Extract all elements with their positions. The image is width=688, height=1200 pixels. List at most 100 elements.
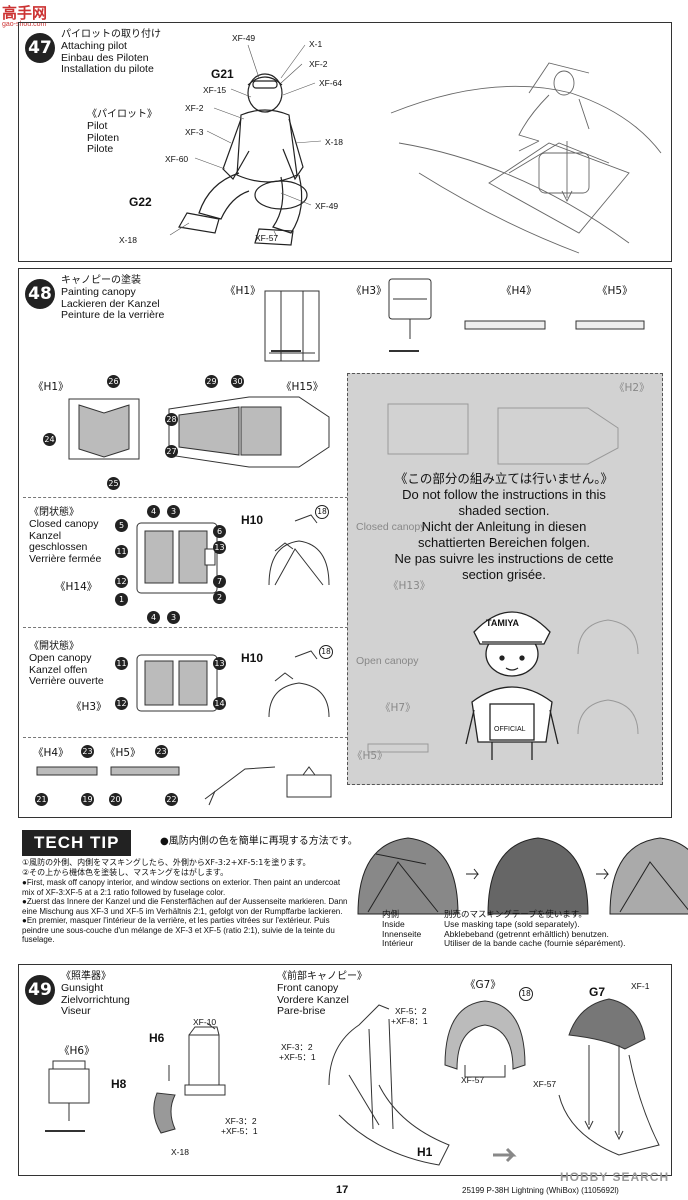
site-logo: 高手网 gao-shou.com — [2, 2, 72, 32]
mix-b2: +XF-8：1 — [391, 1016, 428, 1026]
tape-jp: 別売のマスキングテープを使います。 — [444, 910, 587, 920]
color-xf49-b: XF-49 — [315, 201, 339, 211]
color-xf60: XF-60 — [165, 154, 189, 164]
product-code: 25199 P-38H Lightning (WhiBox) (1105692l… — [462, 1186, 619, 1195]
part-h10-closed: H10 — [241, 513, 264, 527]
step-47-panel: 47 パイロットの取り付け Attaching pilot Einbau des… — [18, 22, 672, 262]
step-49-number: 49 — [25, 975, 55, 1005]
ref-18: 18 — [519, 987, 533, 1001]
fc-jp: 《前部キャノピー》 — [277, 971, 367, 982]
color-xf57-a: XF-57 — [461, 1075, 485, 1085]
color-x18: X-18 — [171, 1147, 189, 1157]
color-x18-a: X-18 — [325, 137, 343, 147]
title-fr: Installation du pilote — [61, 63, 154, 75]
closed-fr: Verrière fermée — [29, 552, 102, 565]
arrow-icon — [493, 1147, 517, 1163]
tamiya-mascot-illustration — [465, 611, 559, 760]
tip-de: ●Zuerst das Innere der Kanzel und die Fe… — [22, 897, 348, 916]
step-48-panel: 48 キャノピーの塗装 Painting canopy Lackieren de… — [18, 268, 672, 818]
fc-de: Vordere Kanzel — [277, 993, 349, 1006]
inside-en: Inside — [382, 919, 405, 929]
closed-canopy-masking — [136, 514, 330, 594]
mix-a2: +XF-5：1 — [221, 1126, 258, 1136]
pilot-en: Pilot — [87, 120, 108, 132]
color-xf3: XF-3 — [185, 127, 204, 137]
open-de: Kanzel offen — [29, 663, 88, 676]
hobby-search-watermark: HOBBY SEARCH — [560, 1170, 670, 1184]
closed-canopy-label: 《閉状態》 Closed canopy Kanzel geschlossen V… — [29, 507, 101, 565]
mask-29: 29 — [205, 375, 218, 388]
pilot-figure-illustration — [169, 44, 322, 246]
mask-4-b: 4 — [147, 611, 160, 624]
label-h3-top: 《H3》 — [351, 285, 387, 297]
gs-de: Zielvorrichtung — [61, 993, 130, 1006]
mask-13-b: 13 — [213, 657, 226, 670]
fc-fr: Pare-brise — [277, 1005, 326, 1017]
tape-en: Use masking tape (sold separately). — [444, 919, 580, 929]
mix-c2: +XF-5：1 — [279, 1052, 316, 1062]
mask-30: 30 — [231, 375, 244, 388]
canopy-h1-h15-masking — [68, 396, 330, 468]
notice-de-1: Nicht der Anleitung in diesen — [421, 519, 587, 534]
pilot-jp: 《パイロット》 — [87, 109, 157, 120]
mix-b1: XF-5：2 — [395, 1006, 427, 1016]
divider — [23, 737, 353, 738]
mask-24: 24 — [43, 433, 56, 446]
part-h8: H8 — [111, 1077, 127, 1091]
label-h15: 《H15》 — [281, 381, 324, 393]
gunsight-label: 《照準器》 Gunsight Zielvorrichtung Viseur — [61, 971, 130, 1018]
inside-jp: 内側 — [382, 910, 400, 920]
mask-23-a: 23 — [81, 745, 94, 758]
tech-tip-intro: ●風防内側の色を簡単に再現する方法です。 — [160, 836, 358, 847]
mask-11-b: 11 — [115, 657, 128, 670]
mask-23-b: 23 — [155, 745, 168, 758]
tip-en: ●First, mask off canopy interior, and wi… — [22, 878, 341, 897]
color-xf2-b: XF-2 — [185, 103, 204, 113]
mask-3-a: 3 — [167, 505, 180, 518]
notice-fr-2: section grisée. — [462, 567, 546, 582]
part-g21: G21 — [211, 67, 234, 81]
inside-fr: Intérieur — [382, 938, 414, 948]
mascot-cap-text: TAMIYA — [486, 618, 520, 628]
label-g7-box: 《G7》 — [465, 979, 501, 991]
part-g7: G7 — [589, 985, 606, 999]
canopy-parts-top-row — [264, 278, 645, 362]
label-h1-top: 《H1》 — [225, 285, 261, 297]
mix-a1: XF-3：2 — [225, 1116, 257, 1126]
gunsight-illustration — [45, 1022, 226, 1134]
front-canopy-assembled-illustration — [558, 998, 660, 1156]
shaded-section-notice: 《この部分の組み立ては行いません。》 Do not follow the ins… — [355, 471, 653, 583]
notice-en-2: shaded section. — [458, 503, 550, 518]
divider — [23, 627, 353, 628]
color-xf10: XF-10 — [193, 1017, 217, 1027]
shaded-not-applicable-section: 《H2》 Closed canopy 《H13》 Open canopy 《H7… — [347, 373, 663, 785]
step-47-number: 47 — [25, 33, 55, 63]
label-h14: 《H14》 — [55, 581, 98, 593]
ghost-closed: Closed canopy — [356, 521, 426, 533]
fc-en: Front canopy — [277, 982, 339, 994]
title-fr: Peinture de la verrière — [61, 309, 165, 321]
label-h5-top: 《H5》 — [597, 285, 633, 297]
mask-7: 7 — [213, 575, 226, 588]
open-canopy-label: 《開状態》 Open canopy Kanzel offen Verrière … — [29, 641, 104, 688]
mask-14: 14 — [213, 697, 226, 710]
mask-28: 28 — [165, 413, 178, 426]
open-jp: 《開状態》 — [29, 641, 79, 652]
mask-26: 26 — [107, 375, 120, 388]
color-xf57-b: XF-57 — [533, 1079, 557, 1089]
open-canopy-masking — [136, 650, 330, 718]
line1-jp: ①風防の外側、内側をマスキングしたら、外側からXF-3:2+XF-5:1を塗りま… — [22, 858, 311, 867]
label-h1-mid: 《H1》 — [33, 381, 69, 393]
title-de: Lackieren der Kanzel — [61, 297, 160, 310]
masking-tape-note: 別売のマスキングテープを使います。 Use masking tape (sold… — [444, 910, 625, 949]
open-en: Open canopy — [29, 652, 92, 664]
inside-de: Innenseite — [382, 928, 422, 939]
mask-11-a: 11 — [115, 545, 128, 558]
mask-25: 25 — [107, 477, 120, 490]
gs-fr: Viseur — [61, 1005, 91, 1017]
ghost-h5: 《H5》 — [352, 750, 388, 762]
ghost-h7: 《H7》 — [380, 702, 416, 714]
tip-fr: ●En premier, masquer l'intérieur de la v… — [22, 916, 335, 944]
front-canopy-h1-illustration — [328, 1004, 450, 1166]
label-h4-top: 《H4》 — [501, 285, 537, 297]
